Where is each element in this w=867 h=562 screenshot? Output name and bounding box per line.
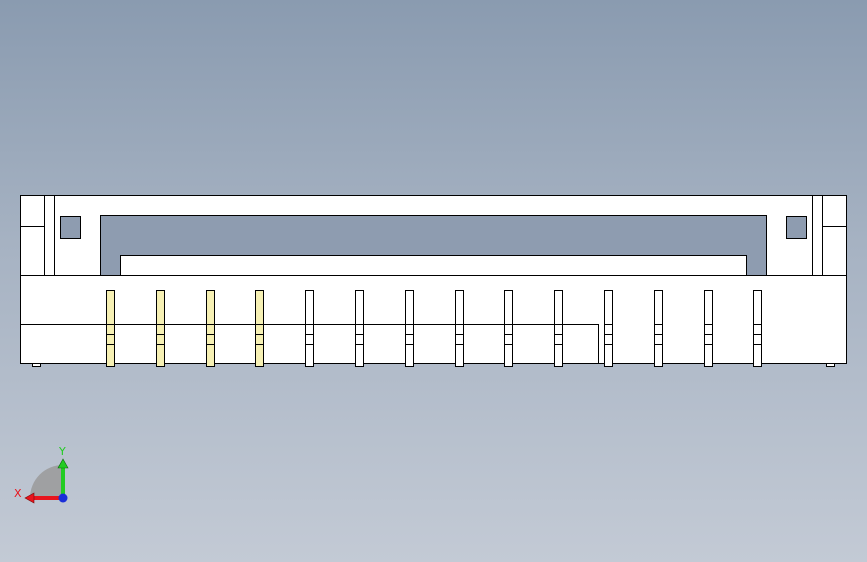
y-arrow-icon [57, 458, 69, 469]
pin-body [554, 290, 563, 367]
right-foot [826, 363, 835, 367]
pin-14[interactable] [753, 290, 762, 367]
pin-body [106, 290, 115, 367]
z-axis-icon [58, 493, 68, 503]
pin-body [704, 290, 713, 367]
pin-5[interactable] [305, 290, 314, 367]
pin-body [305, 290, 314, 367]
x-arrow-icon [24, 492, 35, 504]
pin-body [455, 290, 464, 367]
pin-body [405, 290, 414, 367]
triad-plane-icon [30, 465, 63, 498]
pin-body [604, 290, 613, 367]
connector-housing[interactable] [20, 195, 847, 367]
left-foot [32, 363, 41, 367]
triad-y-label: Y [58, 445, 66, 458]
pin-9[interactable] [504, 290, 513, 367]
pin-body [753, 290, 762, 367]
pin-group[interactable] [106, 290, 762, 367]
pin-11[interactable] [604, 290, 613, 367]
pin-12[interactable] [654, 290, 663, 367]
pin-body [355, 290, 364, 367]
right-window [786, 216, 807, 239]
coordinate-triad-icon: Y X [14, 445, 69, 504]
pin-body [206, 290, 215, 367]
inner-shelf [120, 255, 747, 276]
pin-8[interactable] [455, 290, 464, 367]
pin-2[interactable] [156, 290, 165, 367]
pin-4[interactable] [255, 290, 264, 367]
pin-6[interactable] [355, 290, 364, 367]
pin-3[interactable] [206, 290, 215, 367]
pin-13[interactable] [704, 290, 713, 367]
pin-body [654, 290, 663, 367]
pin-body [504, 290, 513, 367]
pin-10[interactable] [554, 290, 563, 367]
pin-body [156, 290, 165, 367]
left-window [60, 216, 81, 239]
pin-7[interactable] [405, 290, 414, 367]
triad-x-label: X [14, 487, 22, 500]
pin-1[interactable] [106, 290, 115, 367]
pin-body [255, 290, 264, 367]
